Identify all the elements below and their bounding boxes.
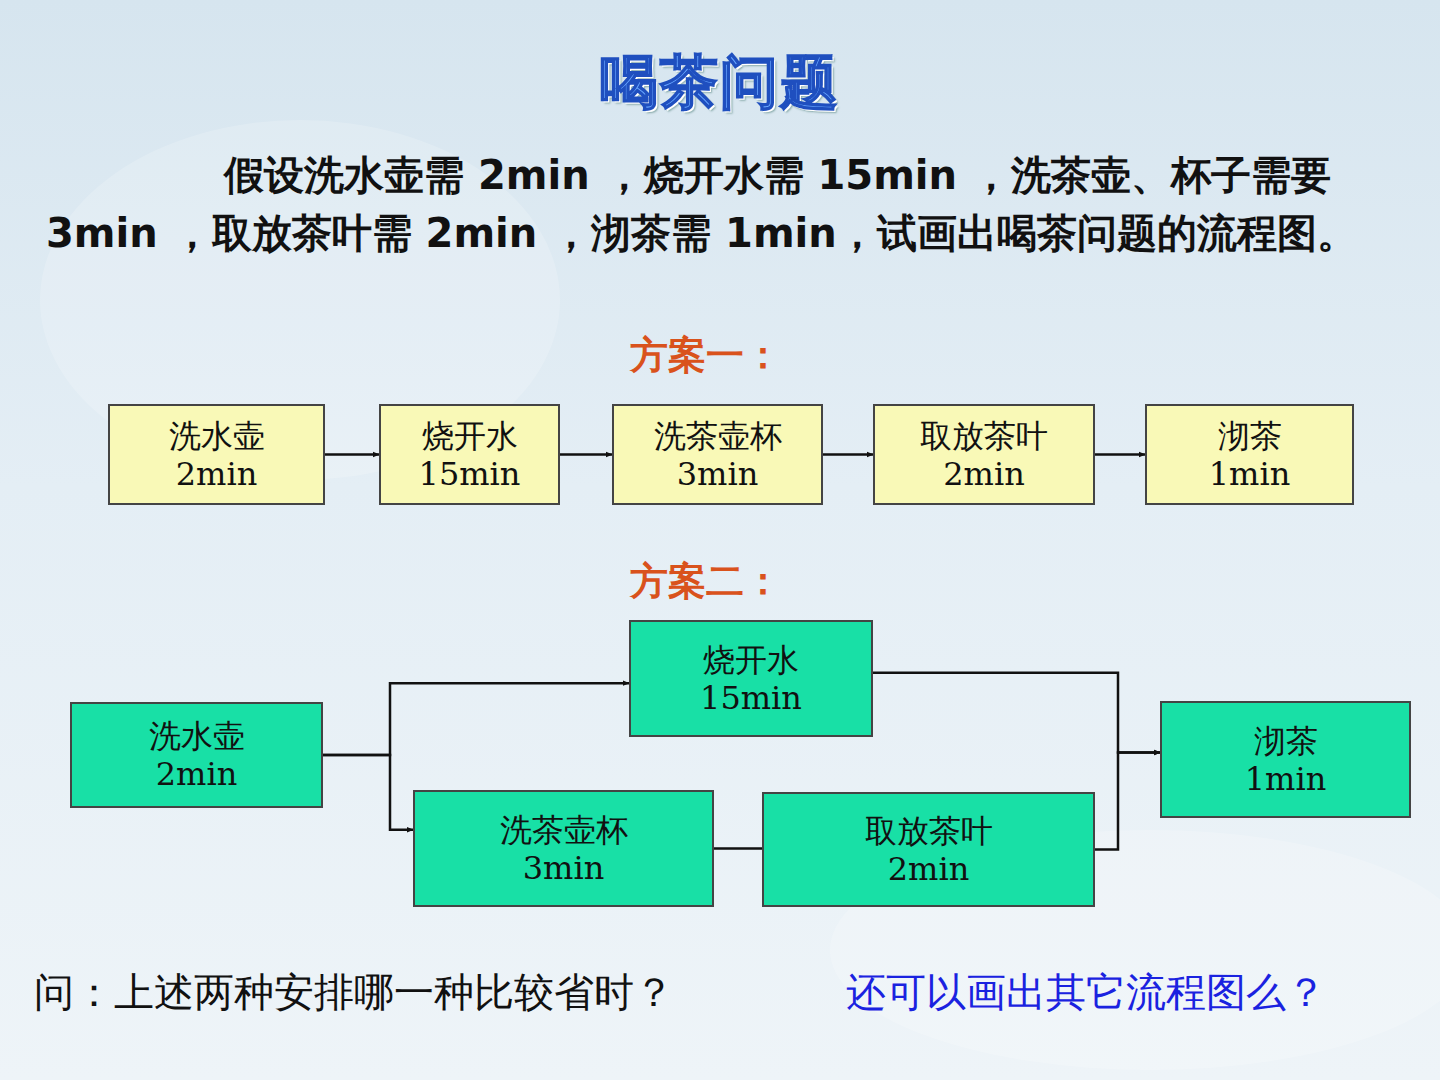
process-box: 洗茶壶杯3min (413, 790, 714, 907)
process-box: 取放茶叶2min (873, 404, 1095, 505)
flow-arrow (714, 847, 762, 850)
step-name: 取放茶叶 (920, 417, 1048, 455)
question-text: 还可以画出其它流程图么？ (846, 965, 1426, 1020)
problem-text: 假设洗水壶需 2min ，烧开水需 15min ，洗茶壶、杯子需要 3min ，… (46, 146, 1438, 262)
flow-arrow (325, 453, 379, 456)
step-name: 洗茶壶杯 (500, 811, 628, 849)
step-duration: 15min (700, 679, 802, 717)
step-duration: 1min (1245, 760, 1327, 798)
flow-arrow (323, 683, 629, 755)
step-name: 沏茶 (1218, 417, 1282, 455)
process-box: 洗水壶2min (108, 404, 325, 505)
step-name: 烧开水 (422, 417, 518, 455)
process-box: 烧开水15min (629, 620, 873, 737)
flow-arrow (560, 453, 612, 456)
question-text: 问：上述两种安排哪一种比较省时？ (34, 965, 794, 1020)
step-name: 洗水壶 (149, 717, 245, 755)
step-name: 沏茶 (1254, 722, 1318, 760)
step-duration: 2min (888, 850, 970, 888)
flow-arrow (1095, 752, 1160, 849)
step-duration: 1min (1209, 455, 1291, 493)
flow-arrow (1095, 453, 1145, 456)
scheme-heading: 方案二： (630, 556, 850, 607)
step-name: 洗茶壶杯 (654, 417, 782, 455)
title: 喝茶问题 (0, 44, 1440, 122)
flow-arrow (873, 673, 1160, 753)
flow-arrow (823, 453, 873, 456)
step-duration: 2min (176, 455, 258, 493)
step-duration: 2min (943, 455, 1025, 493)
step-duration: 15min (419, 455, 521, 493)
step-duration: 3min (523, 849, 605, 887)
process-box: 洗茶壶杯3min (612, 404, 823, 505)
flow-arrow (323, 755, 413, 830)
step-name: 洗水壶 (169, 417, 265, 455)
step-name: 取放茶叶 (865, 812, 993, 850)
step-duration: 2min (156, 755, 238, 793)
process-box: 沏茶1min (1145, 404, 1354, 505)
step-name: 烧开水 (703, 641, 799, 679)
scheme-heading: 方案一： (630, 330, 850, 381)
process-box: 取放茶叶2min (762, 792, 1095, 907)
process-box: 沏茶1min (1160, 701, 1411, 818)
step-duration: 3min (677, 455, 759, 493)
process-box: 烧开水15min (379, 404, 560, 505)
process-box: 洗水壶2min (70, 702, 323, 808)
